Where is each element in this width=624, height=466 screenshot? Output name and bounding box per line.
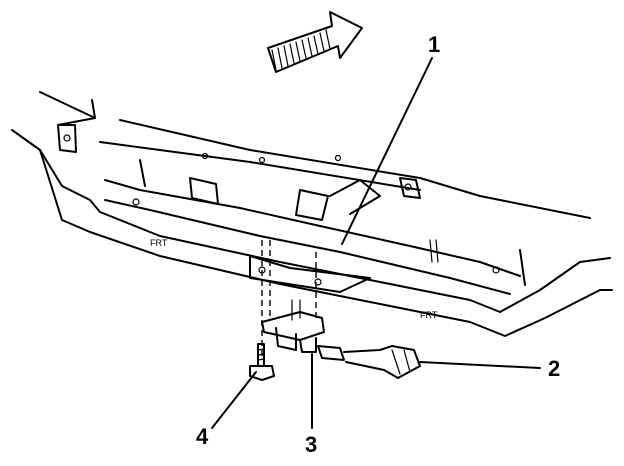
sensor-connector [317,345,421,379]
callout-2: 2 [548,356,560,381]
mounting-bolt [249,343,275,381]
callout-3: 3 [305,432,317,457]
forward-arrow-icon [267,11,363,73]
callout-4: 4 [196,424,209,449]
frame-stamp-right: FRT [420,310,438,320]
installation-lines [261,240,317,360]
vehicle-frame: FRT FRT [11,91,613,337]
sensor-bracket [261,299,325,353]
leader-lines [211,57,541,429]
callout-1: 1 [428,32,440,57]
frame-stamp-left: FRT [150,238,168,248]
